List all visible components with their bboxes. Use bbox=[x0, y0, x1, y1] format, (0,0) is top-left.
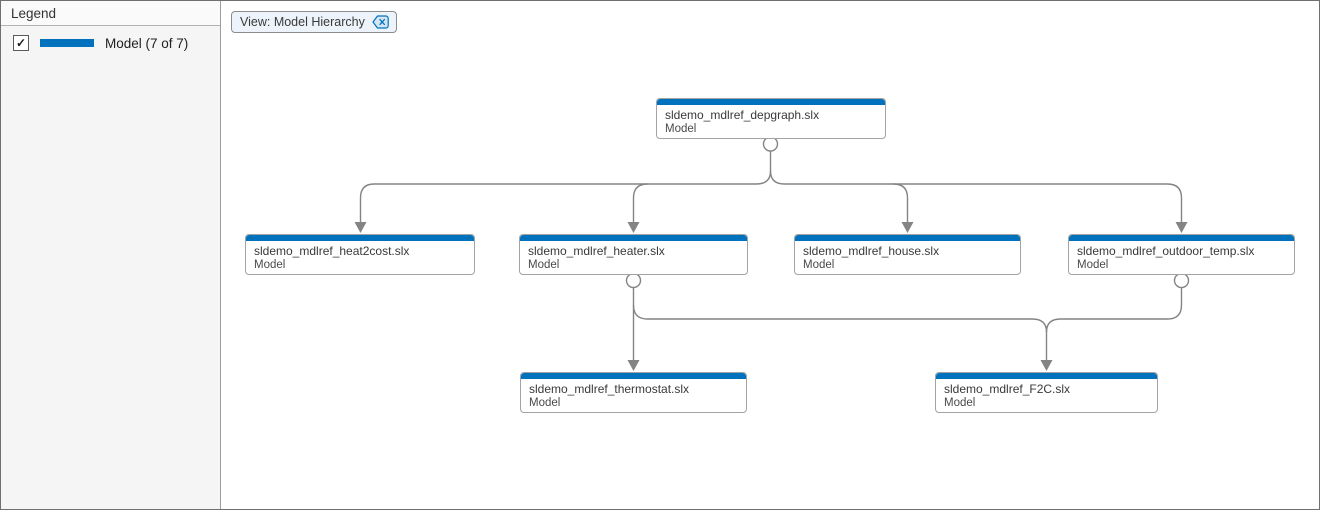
model-type-bar bbox=[1069, 235, 1294, 241]
node-subtitle: Model bbox=[1077, 259, 1109, 271]
model-type-bar bbox=[520, 235, 747, 241]
node-subtitle: Model bbox=[254, 259, 286, 271]
model-type-bar bbox=[936, 373, 1157, 379]
node-subtitle: Model bbox=[528, 259, 560, 271]
edge-outdoor-f2c bbox=[1045, 287, 1183, 333]
node-title: sldemo_mdlref_depgraph.slx bbox=[665, 108, 820, 122]
expand-port-heater[interactable] bbox=[625, 272, 642, 289]
edge-depgraph-right bbox=[769, 170, 1183, 222]
model-node-f2c[interactable]: sldemo_mdlref_F2C.slx Model bbox=[935, 372, 1158, 413]
node-subtitle: Model bbox=[944, 397, 976, 409]
expand-port-depgraph[interactable] bbox=[762, 136, 779, 152]
model-node-thermostat[interactable]: sldemo_mdlref_thermostat.slx Model bbox=[520, 372, 747, 413]
model-type-bar bbox=[521, 373, 746, 379]
node-title: sldemo_mdlref_outdoor_temp.slx bbox=[1077, 244, 1255, 258]
edge-branch-heater bbox=[632, 183, 648, 222]
edge-depgraph-left bbox=[359, 151, 772, 222]
node-subtitle: Model bbox=[665, 123, 697, 135]
view-filter-chip[interactable]: View: Model Hierarchy bbox=[231, 11, 397, 33]
model-color-swatch bbox=[40, 39, 94, 47]
legend-item-model: ✓ Model (7 of 7) bbox=[1, 26, 220, 60]
legend-item-label: Model (7 of 7) bbox=[105, 35, 189, 51]
edge-heater-f2c bbox=[632, 304, 1048, 333]
edge-branch-house bbox=[893, 183, 909, 222]
arrowhead-house bbox=[901, 222, 914, 233]
graph-canvas[interactable]: View: Model Hierarchy bbox=[221, 1, 1319, 509]
node-subtitle: Model bbox=[803, 259, 835, 271]
arrowhead-f2c bbox=[1040, 360, 1053, 371]
node-title: sldemo_mdlref_heat2cost.slx bbox=[254, 244, 410, 258]
model-node-outdoor-temp[interactable]: sldemo_mdlref_outdoor_temp.slx Model bbox=[1068, 234, 1295, 275]
node-subtitle: Model bbox=[529, 397, 561, 409]
arrowhead-thermostat bbox=[627, 360, 640, 371]
legend-panel: Legend ✓ Model (7 of 7) bbox=[1, 1, 221, 509]
legend-checkbox[interactable]: ✓ bbox=[13, 35, 29, 51]
model-node-house[interactable]: sldemo_mdlref_house.slx Model bbox=[794, 234, 1021, 275]
node-title: sldemo_mdlref_F2C.slx bbox=[944, 382, 1071, 396]
dependency-edges bbox=[354, 136, 1190, 371]
model-node-heater[interactable]: sldemo_mdlref_heater.slx Model bbox=[519, 234, 748, 275]
model-node-heat2cost[interactable]: sldemo_mdlref_heat2cost.slx Model bbox=[245, 234, 475, 275]
expand-port-outdoor-temp[interactable] bbox=[1173, 272, 1190, 289]
node-title: sldemo_mdlref_house.slx bbox=[803, 244, 940, 258]
chip-close-icon[interactable] bbox=[372, 15, 390, 29]
model-type-bar bbox=[246, 235, 474, 241]
model-node-depgraph[interactable]: sldemo_mdlref_depgraph.slx Model bbox=[656, 98, 886, 139]
legend-title: Legend bbox=[1, 1, 220, 26]
arrowhead-outdoor-temp bbox=[1175, 222, 1188, 233]
node-title: sldemo_mdlref_thermostat.slx bbox=[529, 382, 690, 396]
arrowhead-heater bbox=[627, 222, 640, 233]
model-type-bar bbox=[657, 99, 885, 105]
view-filter-label: View: Model Hierarchy bbox=[240, 15, 365, 29]
arrowhead-heat2cost bbox=[354, 222, 367, 233]
model-type-bar bbox=[795, 235, 1020, 241]
node-title: sldemo_mdlref_heater.slx bbox=[528, 244, 665, 258]
